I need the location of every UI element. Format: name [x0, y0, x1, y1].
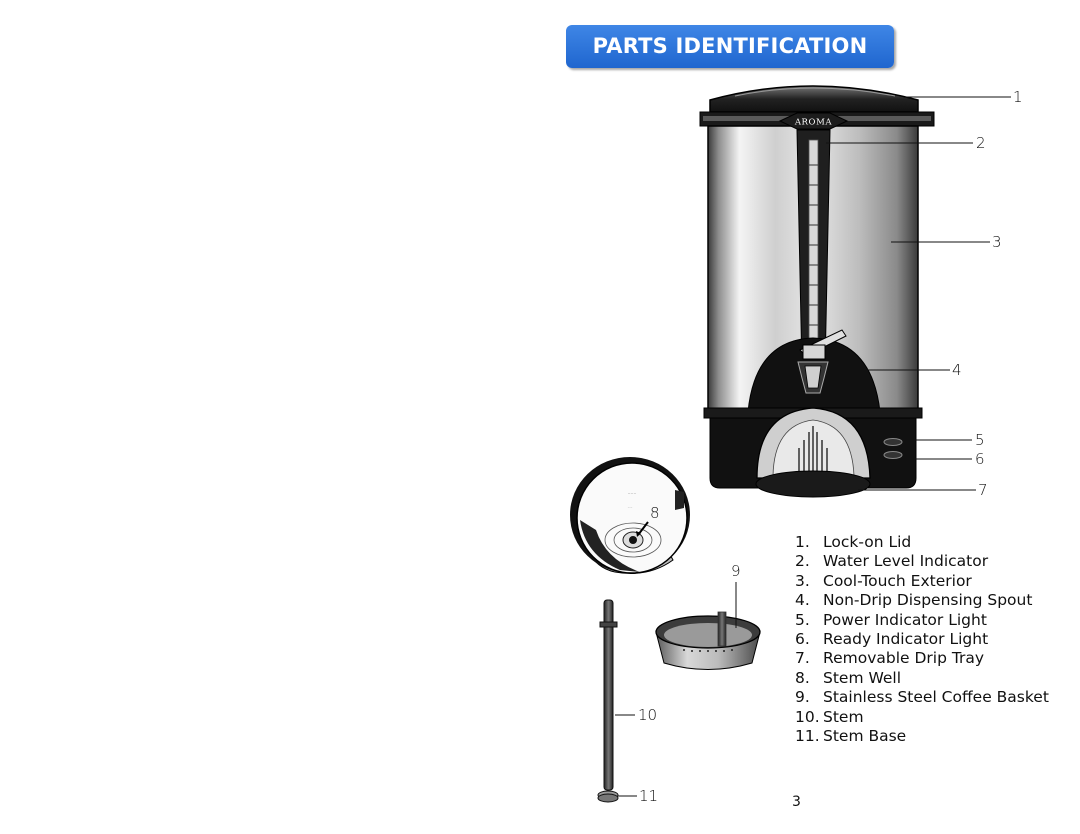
- section-title-banner: PARTS IDENTIFICATION: [566, 25, 894, 68]
- part-label: Non-Drip Dispensing Spout: [823, 591, 1033, 610]
- brand-logo: AROMA: [794, 118, 833, 128]
- part-label: Stem Base: [823, 727, 907, 746]
- part-label: Ready Indicator Light: [823, 630, 989, 649]
- callout-3: 3: [992, 233, 1002, 251]
- callout-4: 4: [952, 361, 962, 379]
- section-title: PARTS IDENTIFICATION: [592, 34, 868, 58]
- page-number: 3: [792, 794, 801, 810]
- callout-2: 2: [976, 134, 986, 152]
- svg-text:~~~: ~~~: [628, 492, 637, 496]
- part-label: Stem: [823, 707, 864, 726]
- list-item: 3.Cool-Touch Exterior: [795, 571, 972, 590]
- list-item: 2.Water Level Indicator: [795, 552, 989, 571]
- urn-top-view: ~~~ ~~: [570, 457, 690, 574]
- stem-base: [597, 790, 619, 803]
- list-item: 7.Removable Drip Tray: [795, 649, 985, 668]
- list-item: 1.Lock-on Lid: [795, 533, 912, 551]
- part-label: Stainless Steel Coffee Basket: [823, 688, 1049, 707]
- part-label: Cool-Touch Exterior: [823, 571, 972, 590]
- stem-well: [604, 522, 662, 558]
- stem: [599, 599, 618, 791]
- non-drip-dispensing-spout: [747, 329, 881, 413]
- part-label: Stem Well: [823, 668, 902, 687]
- part-label: Power Indicator Light: [823, 610, 987, 629]
- callout-9: 9: [731, 562, 741, 580]
- part-label: Lock-on Lid: [823, 533, 912, 551]
- callout-6: 6: [975, 450, 985, 468]
- parts-list: 1.Lock-on Lid 2.Water Level Indicator 3.…: [795, 533, 1049, 746]
- callout-5: 5: [975, 431, 985, 449]
- callout-11: 11: [639, 787, 659, 805]
- coffee-urn: AROMA: [699, 85, 935, 498]
- removable-drip-tray: [755, 407, 871, 498]
- list-item: 11.Stem Base: [795, 727, 907, 746]
- stainless-steel-coffee-basket: [655, 611, 761, 670]
- callout-7: 7: [978, 481, 988, 499]
- svg-text:~~: ~~: [627, 505, 633, 509]
- part-label: Removable Drip Tray: [823, 649, 985, 668]
- water-level-indicator: [796, 129, 831, 371]
- list-item: 8.Stem Well: [795, 668, 902, 687]
- callout-8: 8: [650, 504, 660, 522]
- list-item: 6.Ready Indicator Light: [795, 630, 989, 649]
- callout-10: 10: [638, 706, 658, 724]
- power-indicator-light: [883, 438, 903, 446]
- list-item: 9.Stainless Steel Coffee Basket: [795, 688, 1049, 707]
- list-item: 5.Power Indicator Light: [795, 610, 987, 629]
- callout-1: 1: [1013, 88, 1023, 106]
- list-item: 10.Stem: [795, 707, 864, 726]
- list-item: 4.Non-Drip Dispensing Spout: [795, 591, 1033, 610]
- ready-indicator-light: [883, 451, 903, 459]
- leader-lines: [615, 96, 1011, 797]
- part-label: Water Level Indicator: [823, 552, 989, 571]
